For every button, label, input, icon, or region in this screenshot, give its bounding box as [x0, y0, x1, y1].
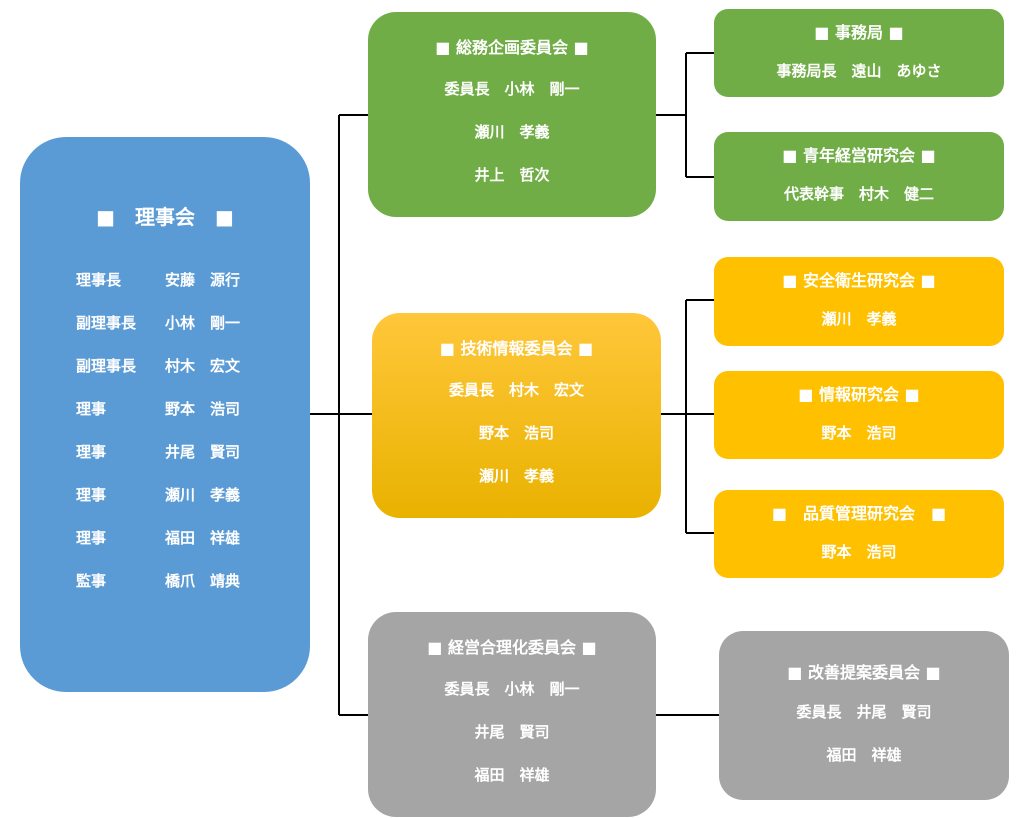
- member-role: 理事: [76, 486, 107, 504]
- secretariat-box: ■ 事務局 ■ 事務局長 遠山 あゆさ: [714, 9, 1004, 97]
- board-member-row: 理事 瀬川 孝義: [20, 473, 310, 516]
- committee-member: 福田 祥雄: [474, 766, 550, 784]
- sub-title: ■ 情報研究会 ■: [798, 385, 920, 404]
- board-member-row: 理事 野本 浩司: [20, 387, 310, 430]
- safety-health-study-group-box: ■ 安全衛生研究会 ■ 瀬川 孝義: [714, 257, 1004, 346]
- youth-management-study-group-box: ■ 青年経営研究会 ■ 代表幹事 村木 健二: [714, 132, 1004, 221]
- board-of-directors-box: ■ 理事会 ■ 理事長 安藤 源行 副理事長 小林 剛一 副理事長 村木 宏文 …: [20, 137, 310, 692]
- member-name: 井尾 賢司: [165, 443, 241, 461]
- committee-member: 井尾 賢司: [474, 723, 550, 741]
- sub-member: 代表幹事 村木 健二: [783, 185, 934, 203]
- technical-info-committee-box: ■ 技術情報委員会 ■ 委員長 村木 宏文 野本 浩司 瀬川 孝義: [372, 313, 661, 518]
- sub-title: ■ 改善提案委員会 ■: [787, 663, 941, 682]
- member-role: 理事: [76, 443, 107, 461]
- committee-member: 井上 哲次: [474, 166, 550, 184]
- sub-title: ■ 青年経営研究会 ■: [782, 146, 936, 165]
- sub-member: 事務局長 遠山 あゆさ: [776, 62, 942, 80]
- committee-member: 委員長 小林 剛一: [444, 80, 580, 98]
- sub-title: ■ 品質管理研究会 ■: [771, 504, 947, 523]
- committee-title: ■ 総務企画委員会 ■: [435, 38, 589, 57]
- committee-title: ■ 経営合理化委員会 ■: [427, 638, 597, 657]
- sub-member: 野本 浩司: [821, 543, 897, 561]
- member-role: 監事: [76, 572, 107, 590]
- member-name: 橋爪 靖典: [165, 572, 241, 590]
- sub-member: 委員長 井尾 賢司: [796, 703, 932, 721]
- board-member-row: 理事 井尾 賢司: [20, 430, 310, 473]
- committee-member: 瀬川 孝義: [474, 123, 550, 141]
- member-role: 副理事長: [76, 357, 137, 375]
- board-member-row: 理事長 安藤 源行: [20, 258, 310, 301]
- member-name: 野本 浩司: [165, 400, 241, 418]
- board-member-row: 副理事長 村木 宏文: [20, 344, 310, 387]
- member-role: 理事: [76, 529, 107, 547]
- sub-member: 瀬川 孝義: [821, 310, 897, 328]
- committee-member: 委員長 小林 剛一: [444, 680, 580, 698]
- board-member-row: 監事 橋爪 靖典: [20, 559, 310, 602]
- improvement-proposal-committee-box: ■ 改善提案委員会 ■ 委員長 井尾 賢司 福田 祥雄: [719, 631, 1009, 800]
- member-role: 副理事長: [76, 314, 137, 332]
- committee-title: ■ 技術情報委員会 ■: [439, 339, 594, 358]
- member-name: 瀬川 孝義: [165, 486, 241, 504]
- sub-title: ■ 事務局 ■: [814, 23, 904, 42]
- sub-member: 福田 祥雄: [826, 746, 902, 764]
- committee-member: 委員長 村木 宏文: [448, 381, 584, 399]
- management-rationalization-committee-box: ■ 経営合理化委員会 ■ 委員長 小林 剛一 井尾 賢司 福田 祥雄: [368, 612, 656, 817]
- member-role: 理事: [76, 400, 107, 418]
- member-name: 村木 宏文: [165, 357, 241, 375]
- committee-member: 野本 浩司: [478, 424, 554, 442]
- quality-control-study-group-box: ■ 品質管理研究会 ■ 野本 浩司: [714, 490, 1004, 578]
- member-role: 理事長: [76, 271, 122, 289]
- sub-title: ■ 安全衛生研究会 ■: [782, 271, 936, 290]
- information-study-group-box: ■ 情報研究会 ■ 野本 浩司: [714, 371, 1004, 459]
- member-name: 安藤 源行: [165, 271, 241, 289]
- board-title: ■ 理事会 ■: [96, 205, 234, 229]
- committee-member: 瀬川 孝義: [478, 467, 554, 485]
- member-name: 福田 祥雄: [165, 529, 241, 547]
- general-planning-committee-box: ■ 総務企画委員会 ■ 委員長 小林 剛一 瀬川 孝義 井上 哲次: [368, 12, 656, 217]
- member-name: 小林 剛一: [165, 314, 241, 332]
- sub-member: 野本 浩司: [821, 424, 897, 442]
- board-member-row: 理事 福田 祥雄: [20, 516, 310, 559]
- board-member-row: 副理事長 小林 剛一: [20, 301, 310, 344]
